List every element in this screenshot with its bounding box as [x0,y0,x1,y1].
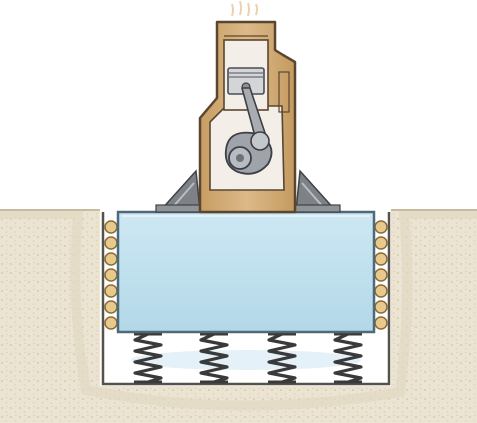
bracket-right-foot [294,205,340,212]
roller [105,253,117,265]
roller [105,285,117,297]
roller [105,301,117,313]
roller [375,285,387,297]
roller [375,253,387,265]
roller [105,269,117,281]
roller [375,221,387,233]
engine [200,22,295,212]
roller [375,301,387,313]
crankshaft [226,132,272,174]
roller [105,237,117,249]
concrete-foundation-block [118,212,374,332]
roller [375,269,387,281]
bracket-left-foot [156,205,202,212]
roller [375,317,387,329]
pit-floor-shadow [131,350,361,370]
crank-pin [251,132,269,150]
roller [105,221,117,233]
exhaust-fumes [232,1,257,16]
roller [375,237,387,249]
roller [105,317,117,329]
